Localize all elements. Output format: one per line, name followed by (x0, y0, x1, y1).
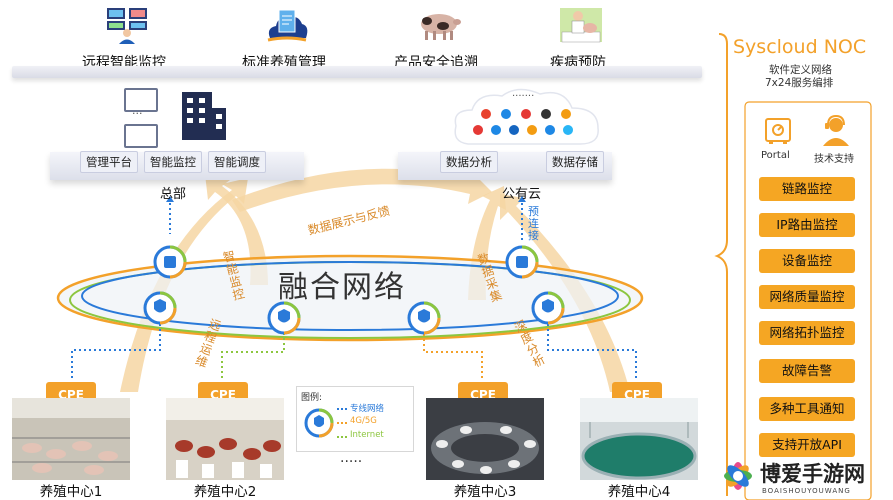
office-building-icon (174, 88, 230, 144)
farm-label-2: 养殖中心2 (160, 480, 290, 500)
cloud-label: 公有云 (502, 183, 541, 202)
farm-label-1: 养殖中心1 (6, 480, 136, 500)
hq-dots: ... (132, 104, 143, 117)
service-tool-notification[interactable]: 多种工具通知 (759, 397, 855, 421)
legend-label-4g5g: 4G/5G (350, 416, 377, 426)
chip-smart-dispatch[interactable]: 智能调度 (208, 151, 266, 173)
portal-label: Portal (761, 150, 790, 161)
farm-photo-1 (12, 398, 130, 480)
legend-label-internet: Internet (350, 430, 384, 440)
monitor-icon (124, 124, 158, 148)
tech-support-label: 技术支持 (814, 150, 854, 165)
watermark-text-cn: 博爱手游网 (760, 458, 865, 488)
noc-subtitle-2: 7x24服务编排 (765, 75, 833, 90)
service-open-api[interactable]: 支持开放API (759, 433, 855, 457)
legend-node-icon (303, 403, 335, 443)
router-node-2[interactable] (269, 303, 299, 333)
portal-safe-icon[interactable] (763, 116, 793, 146)
chip-data-storage[interactable]: 数据存储 (546, 151, 604, 173)
service-quality-monitoring[interactable]: 网络质量监控 (759, 285, 855, 309)
chip-smart-monitor[interactable]: 智能监控 (144, 151, 202, 173)
farm-photo-3 (426, 398, 544, 480)
farm-label-3: 养殖中心3 (420, 480, 550, 500)
service-topology-monitoring[interactable]: 网络拓扑监控 (759, 321, 855, 345)
network-title: 融合网络 (278, 262, 406, 306)
pre-connect-label: 预连接 (528, 206, 540, 242)
router-node-hq[interactable] (155, 247, 185, 277)
service-ip-route-monitoring[interactable]: IP路由监控 (759, 213, 855, 237)
farm-label-4: 养殖中心4 (574, 480, 704, 500)
watermark-text-en: BOAISHOUYOUWANG (762, 487, 851, 495)
farm-photo-4 (580, 398, 698, 480)
cloud-dots: ....... (512, 88, 534, 99)
chip-management-platform[interactable]: 管理平台 (80, 151, 138, 173)
service-fault-alert[interactable]: 故障告警 (759, 359, 855, 383)
legend-swatch-4g5g (337, 422, 347, 424)
router-node-1[interactable] (145, 293, 175, 323)
router-node-4[interactable] (533, 293, 563, 323)
legend-swatch-internet (337, 436, 347, 438)
legend-label-dedicated: 专线网络 (350, 402, 384, 414)
hq-label: 总部 (160, 183, 186, 202)
service-device-monitoring[interactable]: 设备监控 (759, 249, 855, 273)
legend-title: 图例: (301, 390, 322, 403)
service-link-monitoring[interactable]: 链路监控 (759, 177, 855, 201)
chip-data-analysis[interactable]: 数据分析 (440, 151, 498, 173)
legend: 图例: 专线网络 4G/5G Internet (296, 386, 414, 452)
legend-swatch-dedicated (337, 408, 347, 410)
noc-sidebar: Syscloud NOC 软件定义网络 7x24服务编排 Portal 技术支持… (711, 30, 893, 500)
tech-support-icon[interactable] (819, 114, 853, 146)
farm-photo-2 (166, 398, 284, 480)
router-node-3[interactable] (409, 303, 439, 333)
noc-title: Syscloud NOC (733, 36, 866, 58)
legend-more-dots: ..... (340, 450, 362, 466)
watermark-flower-logo (718, 456, 758, 496)
router-node-cloud[interactable] (507, 247, 537, 277)
